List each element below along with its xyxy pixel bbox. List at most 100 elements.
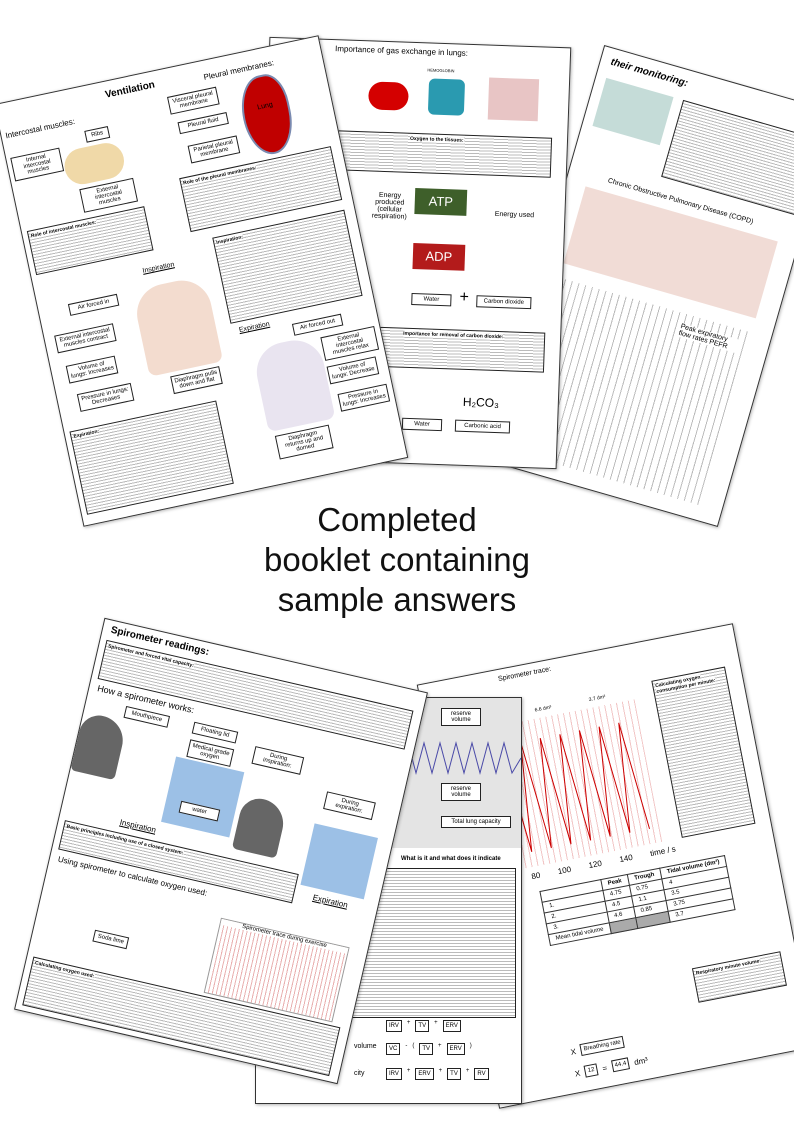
hemoglobin-label: HEMOGLOBIN xyxy=(427,67,455,74)
eq-1: IRV+TV+ERV xyxy=(386,1020,461,1032)
atp-box: ATP xyxy=(414,188,468,216)
volume-label-2: 3.7 dm³ xyxy=(588,693,607,704)
contract-label: External intercostal muscles contract xyxy=(54,323,117,354)
head-image-2 xyxy=(231,794,289,859)
inspiration-label: Inspiration xyxy=(118,817,157,835)
result-box: 44.4 xyxy=(610,1057,631,1073)
caption-line-3: sample answers xyxy=(277,581,517,618)
caption-line-2: booklet containing xyxy=(263,541,531,578)
plus-sign: + xyxy=(459,288,470,306)
axis-label: time / s xyxy=(649,844,677,859)
eq-2: VC-(TV+ERV) xyxy=(386,1043,472,1055)
head-image xyxy=(70,711,128,781)
teal-image xyxy=(592,77,674,146)
unit: dm³ xyxy=(633,1055,649,1067)
removal-heading: Importance for removal of carbon dioxide… xyxy=(403,330,504,341)
expiration-box-heading: Expiration: xyxy=(73,428,100,440)
tv: TV xyxy=(447,1068,461,1080)
during-exp-label: During expiration: xyxy=(323,791,376,821)
pefr-label: Peak expiratory flow rates PEFR xyxy=(677,323,740,354)
air-out-label: Air forced out xyxy=(291,313,344,336)
trace-title: Spirometer trace during exercise xyxy=(220,918,349,954)
oxygen-heading: Oxygen to the tissues: xyxy=(409,135,464,144)
expiration-label: Expiration xyxy=(311,892,349,910)
internal-label: Internal intercostal muscles xyxy=(10,147,65,182)
intercostal-heading: Intercostal muscles: xyxy=(4,116,76,141)
soda-lime-label: Soda lime xyxy=(92,929,130,950)
tick: 120 xyxy=(587,858,603,871)
energy-produced: Energy produced (cellular respiration) xyxy=(371,191,407,221)
minus: - xyxy=(405,1043,408,1049)
inspiration-box-heading: Inspiration: xyxy=(215,234,244,246)
vol-increase-label: Volume of lungs: Increases xyxy=(65,355,119,384)
air-in-label: Air forced in xyxy=(67,293,120,316)
vc-label: volume xyxy=(354,1043,377,1050)
visceral-label: Visceral pleural membrane xyxy=(167,86,220,115)
expiration-heading: Expiration xyxy=(238,320,271,335)
gas-diagram: HEMOGLOBIN xyxy=(348,67,560,128)
rv: RV xyxy=(474,1068,489,1080)
water-tank-2 xyxy=(300,823,378,900)
role-intercostal-box: Role of intercostal muscles: xyxy=(26,206,154,276)
tv: TV xyxy=(419,1043,434,1055)
right-title: Spirometer trace: xyxy=(497,665,552,683)
tick: 140 xyxy=(618,852,634,865)
erv: ERV xyxy=(415,1068,434,1080)
irv: IRV xyxy=(386,1068,402,1080)
tlc-row-label: city xyxy=(354,1070,365,1077)
parietal-label: Parietal pleural membrane xyxy=(187,135,241,164)
during-insp-label: During inspiration: xyxy=(251,746,305,775)
erv: ERV xyxy=(442,1020,461,1032)
resp-heading: Respiratory minute volume: xyxy=(695,958,762,977)
fluid-label: Pleural fluid xyxy=(177,112,229,135)
h2co3: H₂CO₃ xyxy=(462,394,500,411)
gas-title: Importance of gas exchange in lungs: xyxy=(334,44,469,58)
times: X xyxy=(569,1046,577,1057)
role-pleural-heading: Role of the pleural membranes: xyxy=(182,165,258,187)
page-spirometer-right: Spirometer trace: 6.6 dm³ 3.7 dm³ 80 100 1… xyxy=(416,623,794,1109)
tlc-label: Total lung capacity xyxy=(441,816,511,828)
water-tank xyxy=(161,756,245,838)
adp-box: ADP xyxy=(412,243,466,271)
tick: 80 xyxy=(530,870,542,882)
equals: = xyxy=(601,1063,608,1073)
mouthpiece-label: Mouthpiece xyxy=(123,705,171,728)
tv: TV xyxy=(415,1020,430,1032)
ventilation-title: Ventilation xyxy=(104,79,156,101)
lung-image: Lung xyxy=(235,70,299,159)
irv-label: reserve volume xyxy=(441,708,481,726)
eq-3: IRV+ERV+TV+RV xyxy=(386,1068,489,1080)
water-box-2: Water xyxy=(401,417,443,432)
pressure-decrease-label: Pressure in lungs: Decreases xyxy=(76,382,135,412)
caption-line-1: Completed xyxy=(317,501,477,538)
energy-used: Energy used xyxy=(494,210,535,220)
resp-box: Respiratory minute volume: xyxy=(691,951,787,1003)
water-box: Water xyxy=(411,292,452,307)
value-box: 12 xyxy=(583,1063,599,1078)
vol-decrease-label: Volume of lungs: Decrease xyxy=(326,356,380,385)
vc: VC xyxy=(386,1043,401,1055)
carbonic-acid-box: Carbonic acid xyxy=(454,419,511,434)
expiration-box: Expiration: xyxy=(69,400,234,515)
tick: 100 xyxy=(557,864,572,877)
breathing-rate-box: Breathing rate xyxy=(579,1035,625,1056)
co2-box: Carbon dioxide xyxy=(476,295,532,310)
erv: ERV xyxy=(446,1043,465,1055)
diaphragm-up-label: Diaphragm returns up and domed xyxy=(274,424,334,460)
calc-heading: Calculating oxygen used: xyxy=(34,960,95,980)
times: X xyxy=(574,1068,581,1079)
erv-label: reserve volume xyxy=(441,783,481,801)
caption: Completed booklet containing sample answ… xyxy=(0,500,794,620)
ribs-label: Ribs xyxy=(84,126,111,143)
volume-label-1: 6.6 dm³ xyxy=(534,704,553,714)
trace-chart xyxy=(487,699,663,871)
irv: IRV xyxy=(386,1020,402,1032)
inspiration-heading: Inspiration xyxy=(142,261,176,275)
relax-label: External intercostal muscles relax xyxy=(320,325,380,361)
pressure-increase-label: Pressure in lungs: Increases xyxy=(337,383,391,412)
inspiration-box: Inspiration: xyxy=(212,209,363,324)
what-heading: What is it and what does it indicate xyxy=(401,856,501,862)
calc-o2-heading: Calculating oxygen consumption per minut… xyxy=(654,674,717,696)
role-intercostal-heading: Role of intercostal muscles: xyxy=(30,219,97,240)
